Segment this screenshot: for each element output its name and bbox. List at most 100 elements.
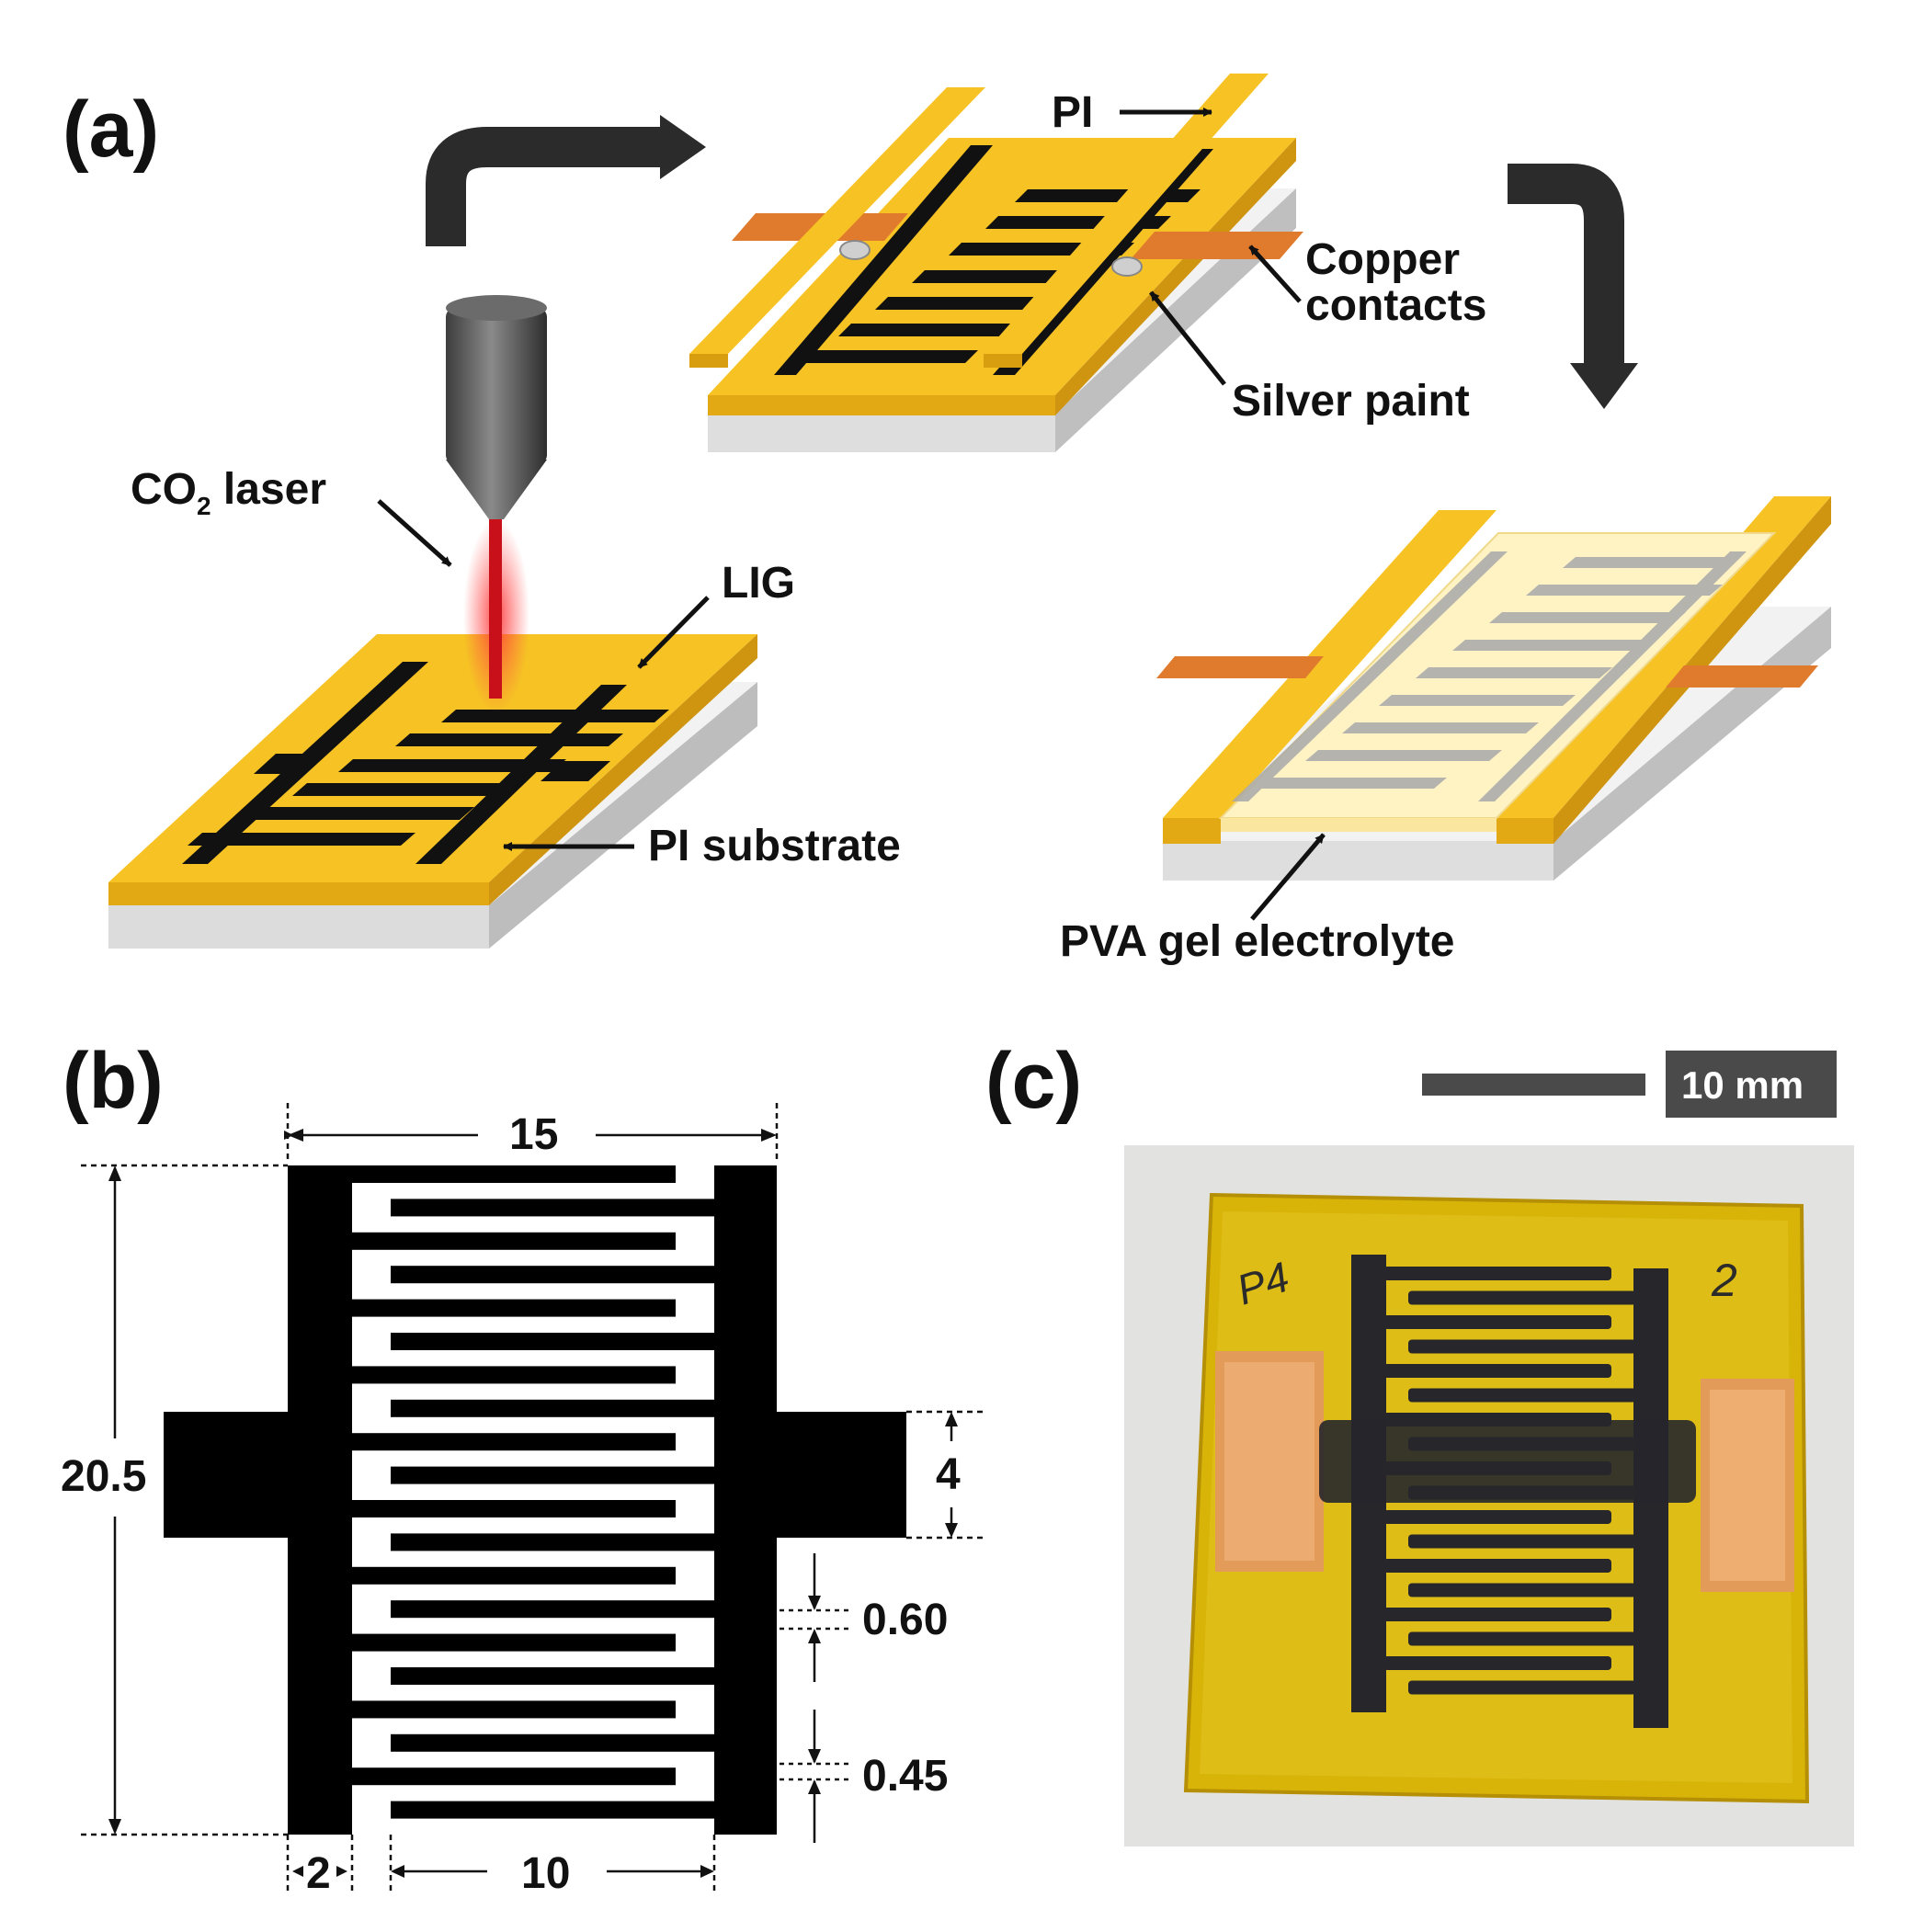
copper-contact-3-right [1666,665,1818,688]
panel-b-label: (b) [63,1037,164,1125]
finger-right [391,1667,714,1685]
lig-label: LIG [722,559,795,608]
photo-finger [1383,1608,1611,1621]
process-arrow-2-head [1570,363,1638,409]
panel-a: (a) [63,74,1831,966]
finger-left [352,1633,676,1652]
copper-contact-right [1131,232,1303,259]
photo-finger-group [1383,1267,1636,1695]
dim-width: 15 [509,1110,558,1159]
scale-label: 10 mm [1681,1063,1804,1107]
process-arrow-1 [426,127,662,246]
finger-left [352,1433,676,1451]
copper-label-2: contacts [1305,281,1486,330]
finger-group [352,1165,714,1819]
process-arrow-1-head [660,115,706,179]
photo-finger [1408,1339,1636,1354]
photo-finger [1408,1485,1636,1500]
dim-finger-width: 0.60 [862,1596,948,1644]
lig-pointer [637,596,710,669]
pva-label: PVA gel electrolyte [1060,917,1455,966]
finger-right [391,1533,714,1551]
svg-text:CO2 laser: CO2 laser [131,465,326,520]
photo-finger [1383,1510,1611,1524]
finger-left [352,1700,676,1719]
finger-left [352,1500,676,1517]
lig-pattern [182,662,669,864]
contact-tab-left [164,1412,292,1538]
copper-pointer [1248,244,1302,303]
silver-label: Silver paint [1232,377,1470,426]
photo-finger [1383,1267,1611,1280]
photo-finger [1408,1680,1636,1695]
laser-beam [489,519,502,699]
copper-label-1: Copper [1305,235,1460,284]
process-arrow-2 [1508,164,1624,363]
finger-left [352,1165,676,1183]
panel-b: (b) [61,1037,984,1898]
dim-tab: 4 [936,1450,961,1499]
co2-pointer [377,499,452,567]
finger-right [391,1466,714,1484]
dimension-arrowheads [108,1129,958,1878]
photo-finger [1383,1656,1611,1670]
photo-finger [1408,1631,1636,1646]
copper-contact-3-left [1156,656,1324,678]
finger-right [391,1333,714,1350]
silver-pointer [1149,290,1226,386]
device-step-3: PVA gel electrolyte [1060,496,1831,966]
co2-label: CO [131,465,197,514]
photo-finger [1408,1388,1636,1403]
pi-rail-left [1163,510,1497,818]
finger-right [391,1199,714,1217]
dim-height: 20.5 [61,1452,146,1501]
photo-finger [1408,1534,1636,1549]
device-photo: P4 2 [1124,1145,1854,1847]
dim-bus-width: 2 [306,1849,331,1898]
photo-finger [1408,1290,1636,1305]
panel-c-label: (c) [985,1037,1082,1125]
dimensions [81,1103,984,1893]
pi-rail-right [1497,496,1831,818]
pi-strip-right [984,74,1269,354]
photo-finger [1408,1437,1636,1451]
finger-left [352,1366,676,1384]
device-step-2: PI Copper contacts Silver paint [689,74,1486,452]
device-step-1: CO2 laser LIG PI substrate [108,295,901,949]
photo-lig-electrodes [1319,1255,1696,1728]
finger-left [352,1566,676,1585]
pi-substrate-label: PI substrate [648,822,901,870]
pi-label: PI [1052,88,1093,137]
pva-pointer [1250,833,1326,921]
electrode-drawing [164,1165,906,1835]
co2-label-rest: laser [211,465,326,514]
gel-electrodes [1232,551,1747,801]
photo-finger [1383,1364,1611,1378]
photo-handwriting-right: 2 [1711,1255,1737,1306]
finger-right [391,1733,714,1752]
photo-finger [1383,1413,1611,1426]
photo-finger [1408,1583,1636,1597]
laser-nozzle [446,295,547,519]
finger-right [391,1600,714,1619]
panel-a-label: (a) [63,85,159,174]
finger-left [352,1299,676,1317]
scale-bar [1422,1074,1645,1096]
dim-gap: 0.45 [862,1752,948,1801]
photo-finger [1383,1461,1611,1475]
silver-paint-right [1111,256,1143,277]
finger-left [352,1767,676,1786]
co2-subscript: 2 [197,492,211,520]
dim-finger-length: 10 [521,1849,570,1898]
pi-strip-left [689,87,985,354]
contact-tab-right [772,1412,906,1538]
finger-left [352,1232,676,1250]
finger-right [391,1801,714,1819]
panel-c: (c) 10 mm P4 2 [985,1037,1854,1847]
photo-finger [1383,1315,1611,1329]
bus-bar-left [288,1165,352,1835]
photo-finger [1383,1559,1611,1573]
finger-right [391,1266,714,1284]
silver-paint-left [839,240,871,260]
